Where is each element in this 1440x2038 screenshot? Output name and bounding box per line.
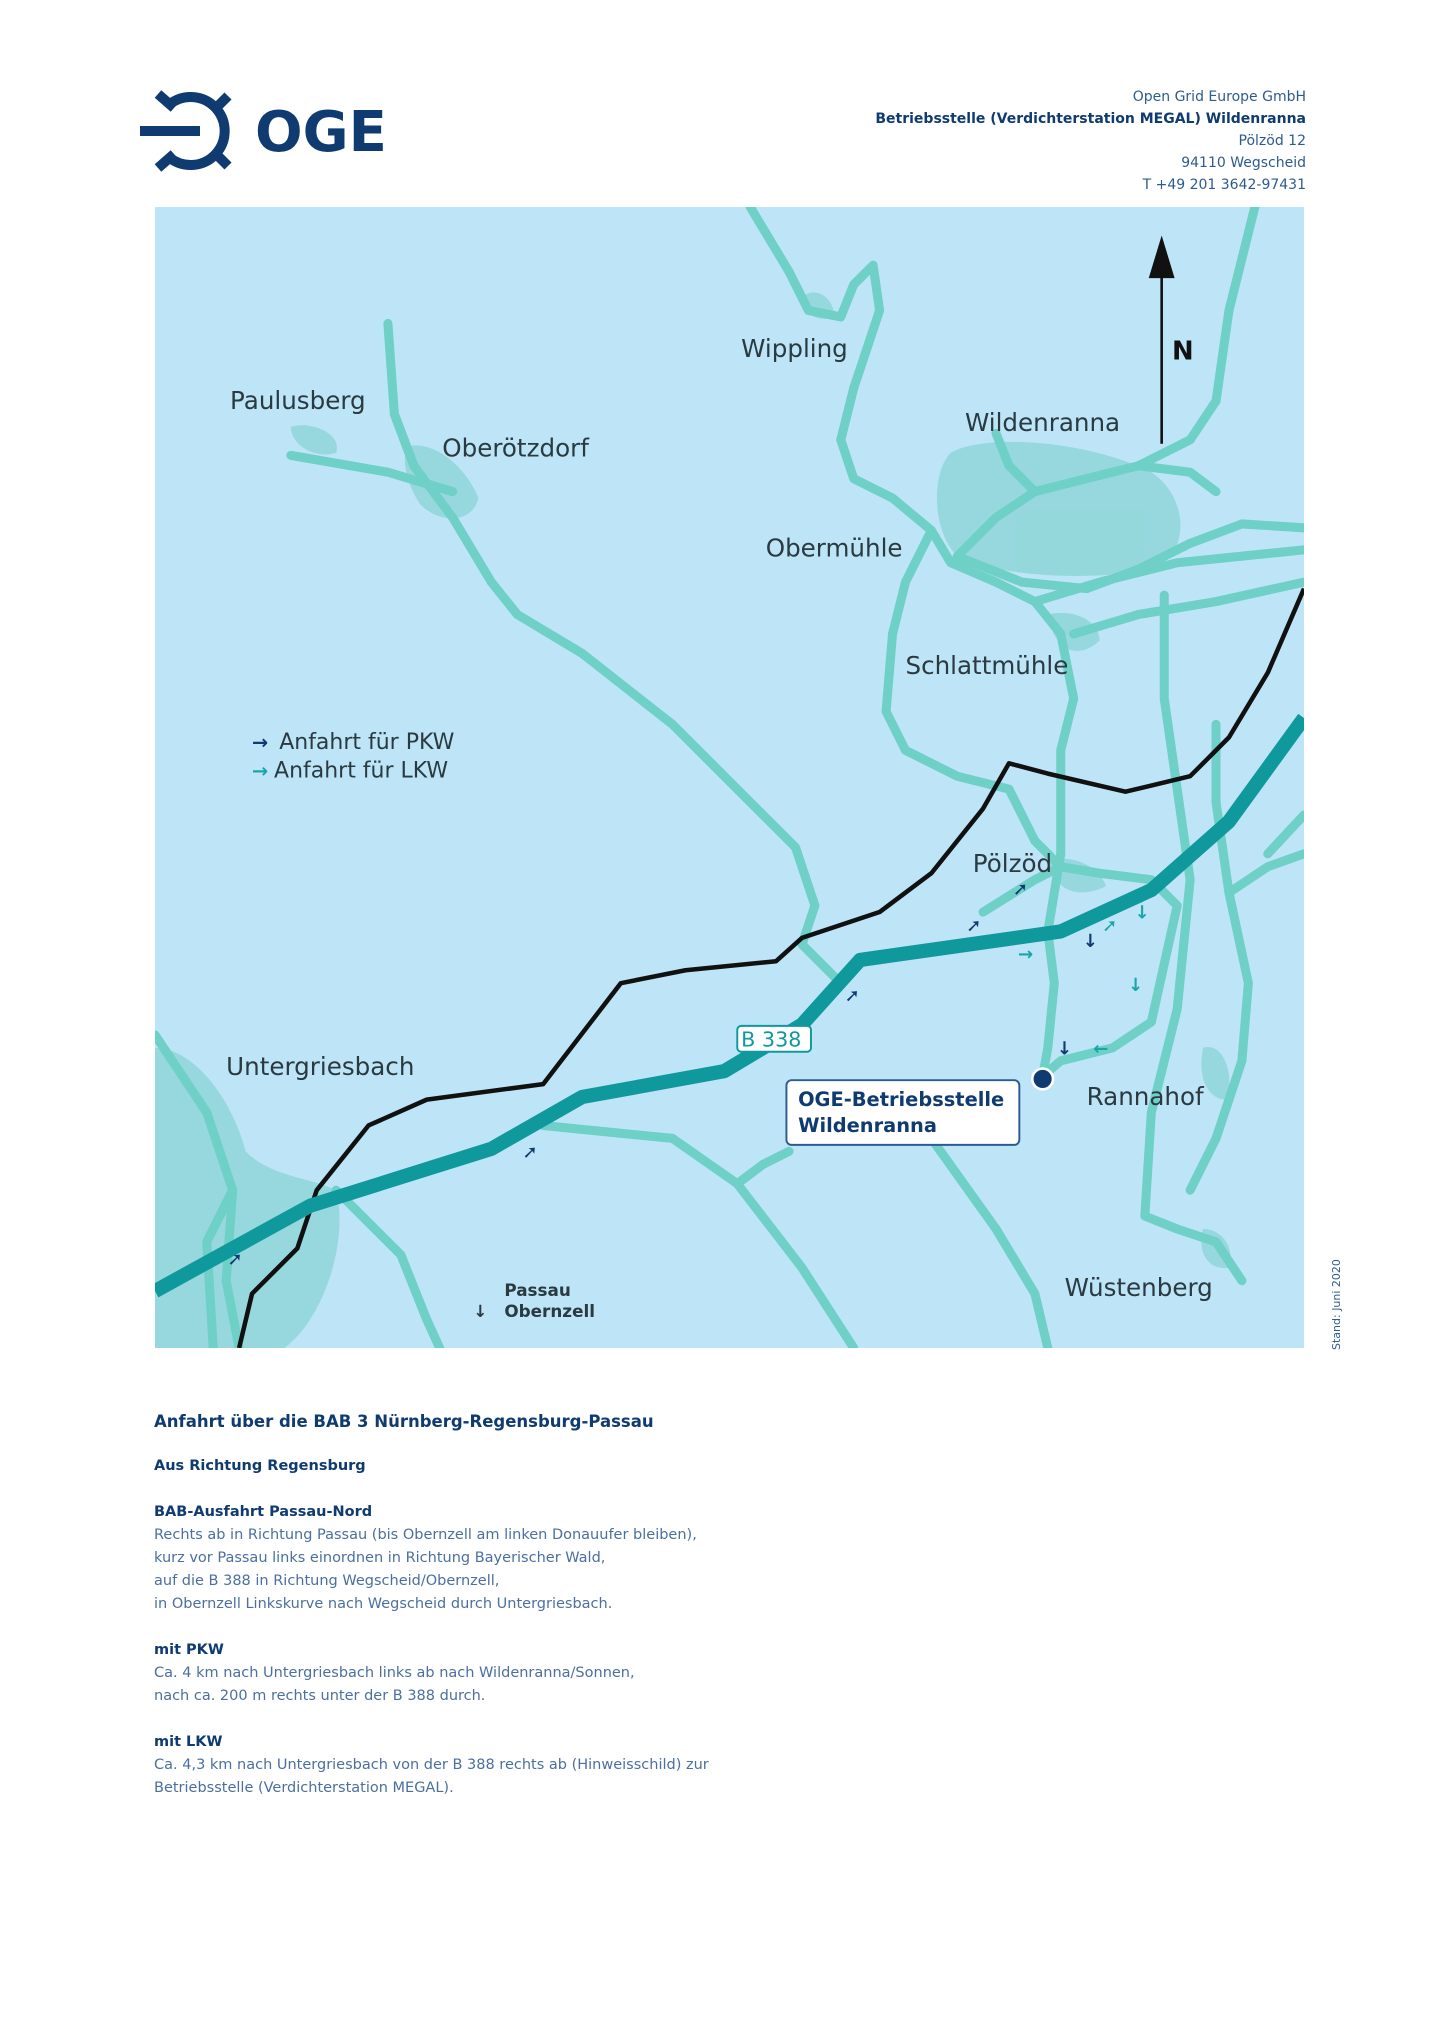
exit-line: in Obernzell Linkskurve nach Wegscheid d… bbox=[154, 1596, 613, 1612]
place-labels: Paulusberg Oberötzdorf Wippling Wildenra… bbox=[226, 334, 1213, 1321]
stand-date: Stand: Juni 2020 bbox=[1330, 1259, 1343, 1350]
place-schlattmuehle: Schlattmühle bbox=[905, 651, 1068, 680]
railway-line bbox=[236, 587, 1304, 1348]
road-sign-b338: B 338 bbox=[736, 1024, 812, 1053]
lkw-arrow-icon: ← bbox=[1093, 1038, 1108, 1059]
exit-heading: BAB-Ausfahrt Passau-Nord bbox=[154, 1504, 373, 1520]
svg-text:OGE-Betriebsstelle: OGE-Betriebsstelle bbox=[798, 1088, 1004, 1111]
pkw-arrow-icon: ↓ bbox=[1083, 931, 1098, 952]
north-label: N bbox=[1172, 337, 1194, 367]
pkw-arrow-icon: ➚ bbox=[845, 985, 860, 1006]
lkw-heading: mit LKW bbox=[154, 1734, 223, 1750]
pkw-arrow-icon: ↓ bbox=[1057, 1038, 1072, 1059]
destination-callout: OGE-Betriebsstelle Wildenranna bbox=[785, 1079, 1021, 1146]
exit-line: Rechts ab in Richtung Passau (bis Obernz… bbox=[154, 1527, 697, 1543]
obernzell-label: Obernzell bbox=[504, 1301, 595, 1321]
place-obermuehle: Obermühle bbox=[766, 533, 903, 562]
street: Pölzöd 12 bbox=[1238, 133, 1306, 149]
place-poelzoed: Pölzöd bbox=[973, 849, 1052, 878]
lkw-arrow-icon: ➚ bbox=[1102, 915, 1117, 936]
b338-road bbox=[155, 713, 1304, 1298]
pkw-line: nach ca. 200 m rechts unter der B 388 du… bbox=[154, 1688, 486, 1704]
pkw-line: Ca. 4 km nach Untergriesbach links ab na… bbox=[154, 1665, 635, 1681]
place-paulusberg: Paulusberg bbox=[230, 386, 366, 415]
town-areas bbox=[155, 292, 1231, 1348]
company-name: Open Grid Europe GmbH bbox=[1132, 89, 1306, 105]
directions-map: ➚ ➚ ↓ ↓ ➚ ↓ ↓ → ← ➚ ➚ ➚ N Paulusberg Obe… bbox=[155, 207, 1304, 1348]
from-heading: Aus Richtung Regensburg bbox=[154, 1458, 366, 1474]
site-name: Betriebsstelle (Verdichterstation MEGAL)… bbox=[875, 111, 1306, 127]
directions-title: Anfahrt über die BAB 3 Nürnberg-Regensbu… bbox=[154, 1412, 654, 1431]
phone: T +49 201 3642-97431 bbox=[1142, 177, 1306, 193]
passau-label: Passau bbox=[504, 1280, 570, 1300]
lkw-arrow-icon: → bbox=[1018, 944, 1033, 965]
north-arrow-icon bbox=[1148, 235, 1175, 279]
pkw-arrow-icon: ➚ bbox=[522, 1142, 537, 1163]
pkw-legend-arrow-icon: → bbox=[252, 731, 268, 754]
directions-text: Anfahrt über die BAB 3 Nürnberg-Regensbu… bbox=[154, 1410, 854, 1823]
pkw-heading: mit PKW bbox=[154, 1642, 224, 1658]
lkw-line: Ca. 4,3 km nach Untergriesbach von der B… bbox=[154, 1757, 709, 1773]
pkw-arrow-icon: ➚ bbox=[1013, 879, 1028, 900]
city: 94110 Wegscheid bbox=[1181, 155, 1306, 171]
pkw-arrow-icon: ➚ bbox=[966, 915, 981, 936]
lkw-legend-arrow-icon: → bbox=[252, 760, 268, 783]
place-wippling: Wippling bbox=[741, 334, 848, 363]
place-rannahof: Rannahof bbox=[1087, 1082, 1205, 1111]
map-legend: → Anfahrt für PKW → Anfahrt für LKW bbox=[252, 730, 455, 783]
oge-logo: OGE bbox=[140, 90, 387, 172]
place-untergriesbach: Untergriesbach bbox=[226, 1052, 414, 1081]
place-oberoetzdorf: Oberötzdorf bbox=[442, 434, 590, 463]
svg-text:Wildenranna: Wildenranna bbox=[798, 1114, 937, 1137]
address-block: Open Grid Europe GmbH Betriebsstelle (Ve… bbox=[875, 86, 1306, 196]
place-wuestenberg: Wüstenberg bbox=[1065, 1273, 1213, 1302]
place-wildenranna: Wildenranna bbox=[965, 408, 1120, 437]
exit-line: kurz vor Passau links einordnen in Richt… bbox=[154, 1550, 606, 1566]
route-arrows: ➚ ➚ ↓ ↓ ➚ ↓ ↓ → ← ➚ ➚ ➚ bbox=[227, 879, 1149, 1270]
lkw-line: Betriebsstelle (Verdichterstation MEGAL)… bbox=[154, 1780, 454, 1796]
logo-text: OGE bbox=[255, 100, 387, 165]
north-arrow: N bbox=[1148, 235, 1194, 444]
exit-line: auf die B 388 in Richtung Wegscheid/Ober… bbox=[154, 1573, 500, 1589]
legend-pkw: Anfahrt für PKW bbox=[279, 730, 454, 755]
lkw-arrow-icon: ↓ bbox=[1128, 975, 1143, 996]
minor-roads bbox=[155, 207, 1304, 1348]
lkw-arrow-icon: ↓ bbox=[1134, 903, 1149, 924]
destination-marker-icon bbox=[1030, 1067, 1055, 1091]
pkw-arrow-icon: ➚ bbox=[227, 1249, 242, 1270]
down-arrow-icon: ↓ bbox=[473, 1301, 487, 1321]
svg-text:B 338: B 338 bbox=[741, 1028, 801, 1052]
legend-lkw: Anfahrt für LKW bbox=[274, 759, 448, 784]
